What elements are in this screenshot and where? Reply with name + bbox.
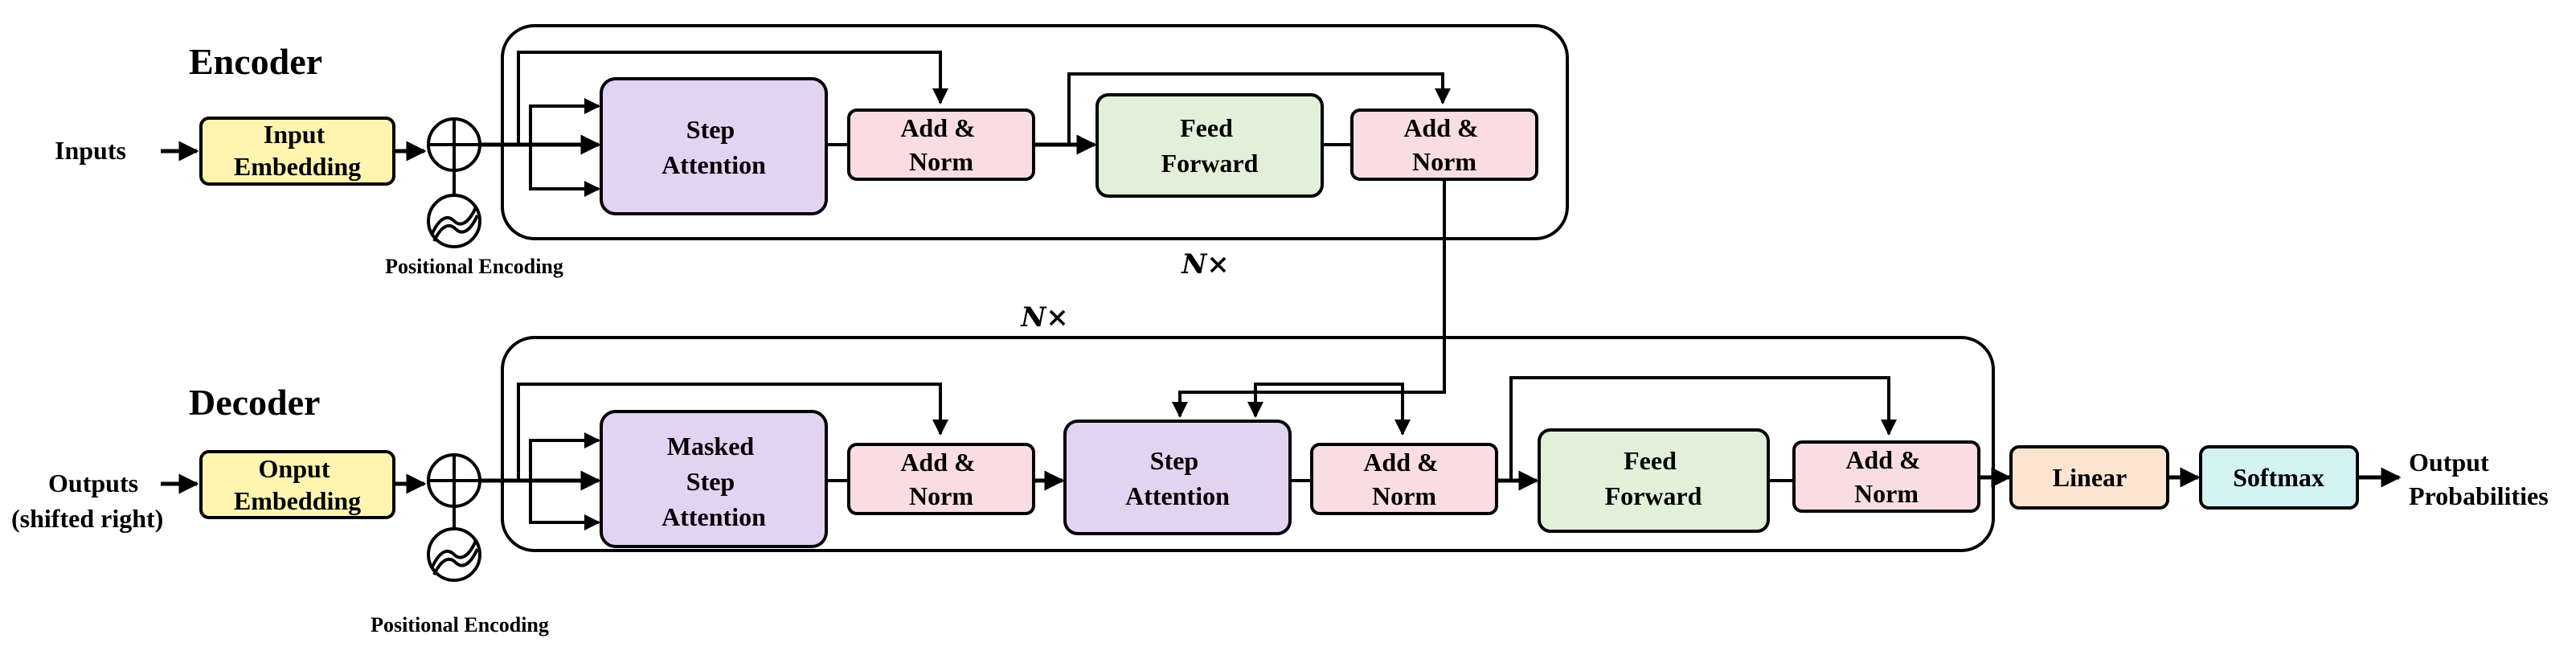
- decoder-add-circle: [427, 453, 481, 508]
- encoder-repeat-label: N×: [1181, 248, 1230, 280]
- decoder-step-attention-label: Step Attention: [1125, 446, 1230, 510]
- encoder-title: Encoder: [189, 41, 322, 82]
- decoder-title: Decoder: [189, 382, 320, 423]
- softmax-label: Softmax: [2233, 463, 2324, 492]
- encoder-add-norm-1-label: Add & Norm: [900, 113, 981, 176]
- decoder-embedding-label: Onput Embedding: [234, 454, 361, 515]
- decoder-residual-3: [1509, 376, 1897, 481]
- decoder-add-norm-2-label: Add & Norm: [1363, 448, 1444, 510]
- decoder-input-label: Outputs (shifted right): [11, 469, 163, 533]
- encoder-sine-icon: [427, 194, 481, 248]
- decoder-feed-forward-box: [1538, 428, 1770, 533]
- encoder-block-frame: [501, 24, 1569, 240]
- linear-label: Linear: [2053, 463, 2127, 492]
- decoder-add-norm-3-label: Add & Norm: [1845, 445, 1927, 508]
- decoder-masked-attention-label: Masked Step Attention: [661, 432, 766, 531]
- encoder-feed-forward-box: [1096, 93, 1324, 198]
- encoder-to-decoder-connection: [1172, 179, 1446, 418]
- encoder-step-attention-label: Step Attention: [661, 115, 766, 179]
- decoder-positional-encoding-label: Positional Encoding: [371, 613, 549, 637]
- encoder-add-circle: [427, 117, 481, 172]
- output-label: Output Probabilities: [2409, 448, 2549, 510]
- encoder-residual-2: [1067, 72, 1451, 145]
- decoder-sine-icon: [427, 527, 481, 582]
- decoder-repeat-label: N×: [1020, 301, 1069, 334]
- encoder-step-attention-box: [600, 77, 828, 215]
- decoder-block-frame: [501, 336, 1995, 552]
- decoder-add-norm-1-label: Add & Norm: [900, 448, 981, 510]
- decoder-step-attention-box: [1063, 420, 1292, 535]
- encoder-embedding-label: Input Embedding: [234, 120, 361, 181]
- encoder-positional-encoding-label: Positional Encoding: [385, 255, 563, 278]
- encoder-add-norm-2-label: Add & Norm: [1403, 113, 1485, 176]
- encoder-feed-forward-label: Feed Forward: [1161, 113, 1259, 178]
- decoder-feed-forward-label: Feed Forward: [1605, 446, 1702, 510]
- encoder-input-label: Inputs: [55, 136, 126, 165]
